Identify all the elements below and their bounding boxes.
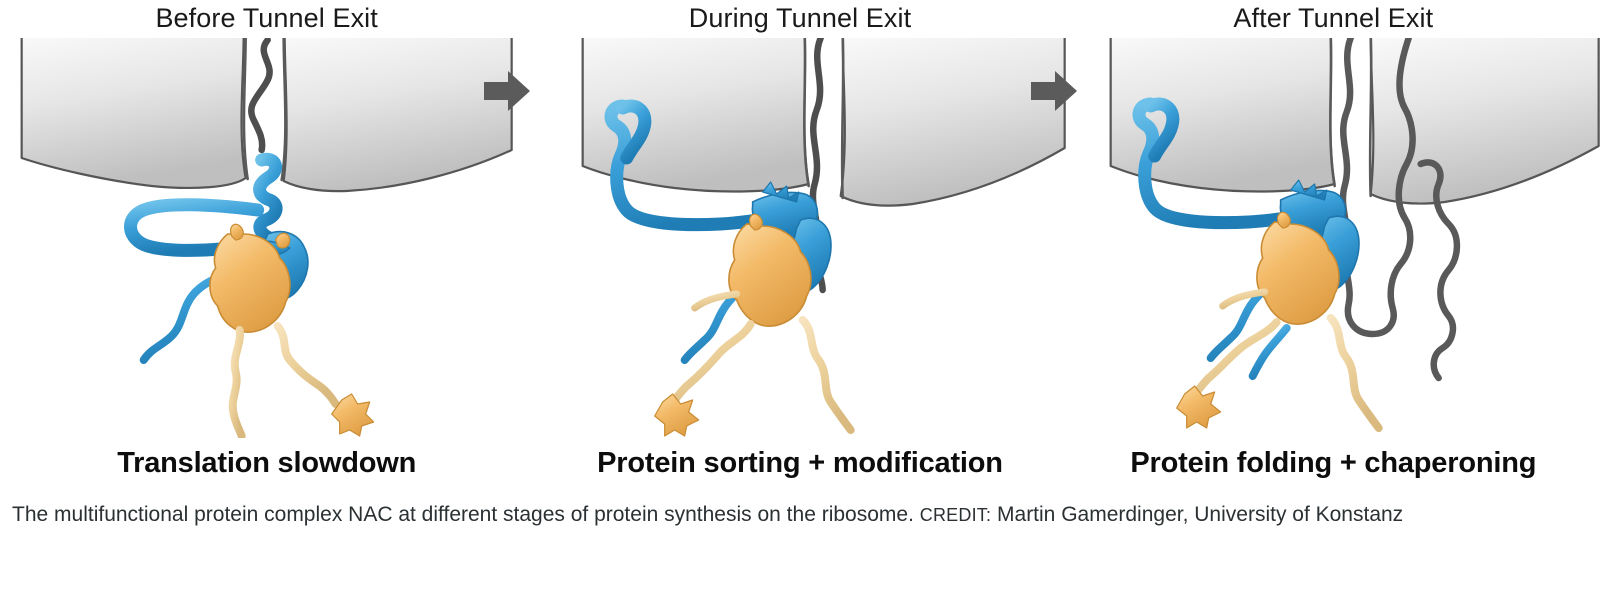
arrow-panel2-to-panel3	[1025, 62, 1083, 120]
credit-label: CREDIT:	[919, 505, 992, 525]
panel-after-tunnel-exit	[1067, 38, 1600, 438]
emerging-substrate-chain-tail	[1417, 159, 1460, 382]
figure-container: Before Tunnel Exit During Tunnel Exit Af…	[0, 0, 1600, 492]
panel-title-before: Before Tunnel Exit	[155, 3, 378, 33]
panels-row	[0, 38, 1600, 438]
arrow-panel1-to-panel2	[478, 62, 536, 120]
panel-titles-row: Before Tunnel Exit During Tunnel Exit Af…	[0, 0, 1600, 40]
nascent-polypeptide-chain	[1175, 211, 1383, 432]
panel-title-after: After Tunnel Exit	[1233, 3, 1434, 33]
panel-caption-translation-slowdown: Translation slowdown	[117, 447, 417, 479]
panel-before-tunnel-exit	[0, 38, 533, 438]
panel-title-during: During Tunnel Exit	[688, 3, 912, 33]
polypeptide-exit-tunnel	[803, 38, 845, 200]
figure-credit: The multifunctional protein complex NAC …	[0, 500, 1600, 530]
right-arrow-icon	[1031, 71, 1077, 111]
panel-caption-protein-sorting: Protein sorting + modification	[597, 447, 1003, 479]
panel-caption-protein-folding: Protein folding + chaperoning	[1130, 447, 1537, 479]
ribosome-large-subunit	[581, 38, 1067, 207]
panel-during-tunnel-exit	[533, 38, 1067, 438]
right-arrow-icon	[484, 71, 530, 111]
credit-source: Martin Gamerdinger, University of Konsta…	[997, 503, 1404, 526]
emerging-substrate-chain	[248, 38, 273, 154]
polypeptide-exit-tunnel	[242, 38, 287, 182]
credit-description: The multifunctional protein complex NAC …	[12, 503, 914, 526]
panel-captions-row: Translation slowdown Protein sorting + m…	[0, 440, 1600, 492]
nascent-polypeptide-chain	[654, 213, 855, 437]
polypeptide-exit-tunnel	[1328, 38, 1373, 198]
ribosome-large-subunit	[1109, 38, 1600, 205]
nascent-polypeptide-chain	[209, 223, 375, 438]
emerging-substrate-chain	[1339, 38, 1416, 338]
